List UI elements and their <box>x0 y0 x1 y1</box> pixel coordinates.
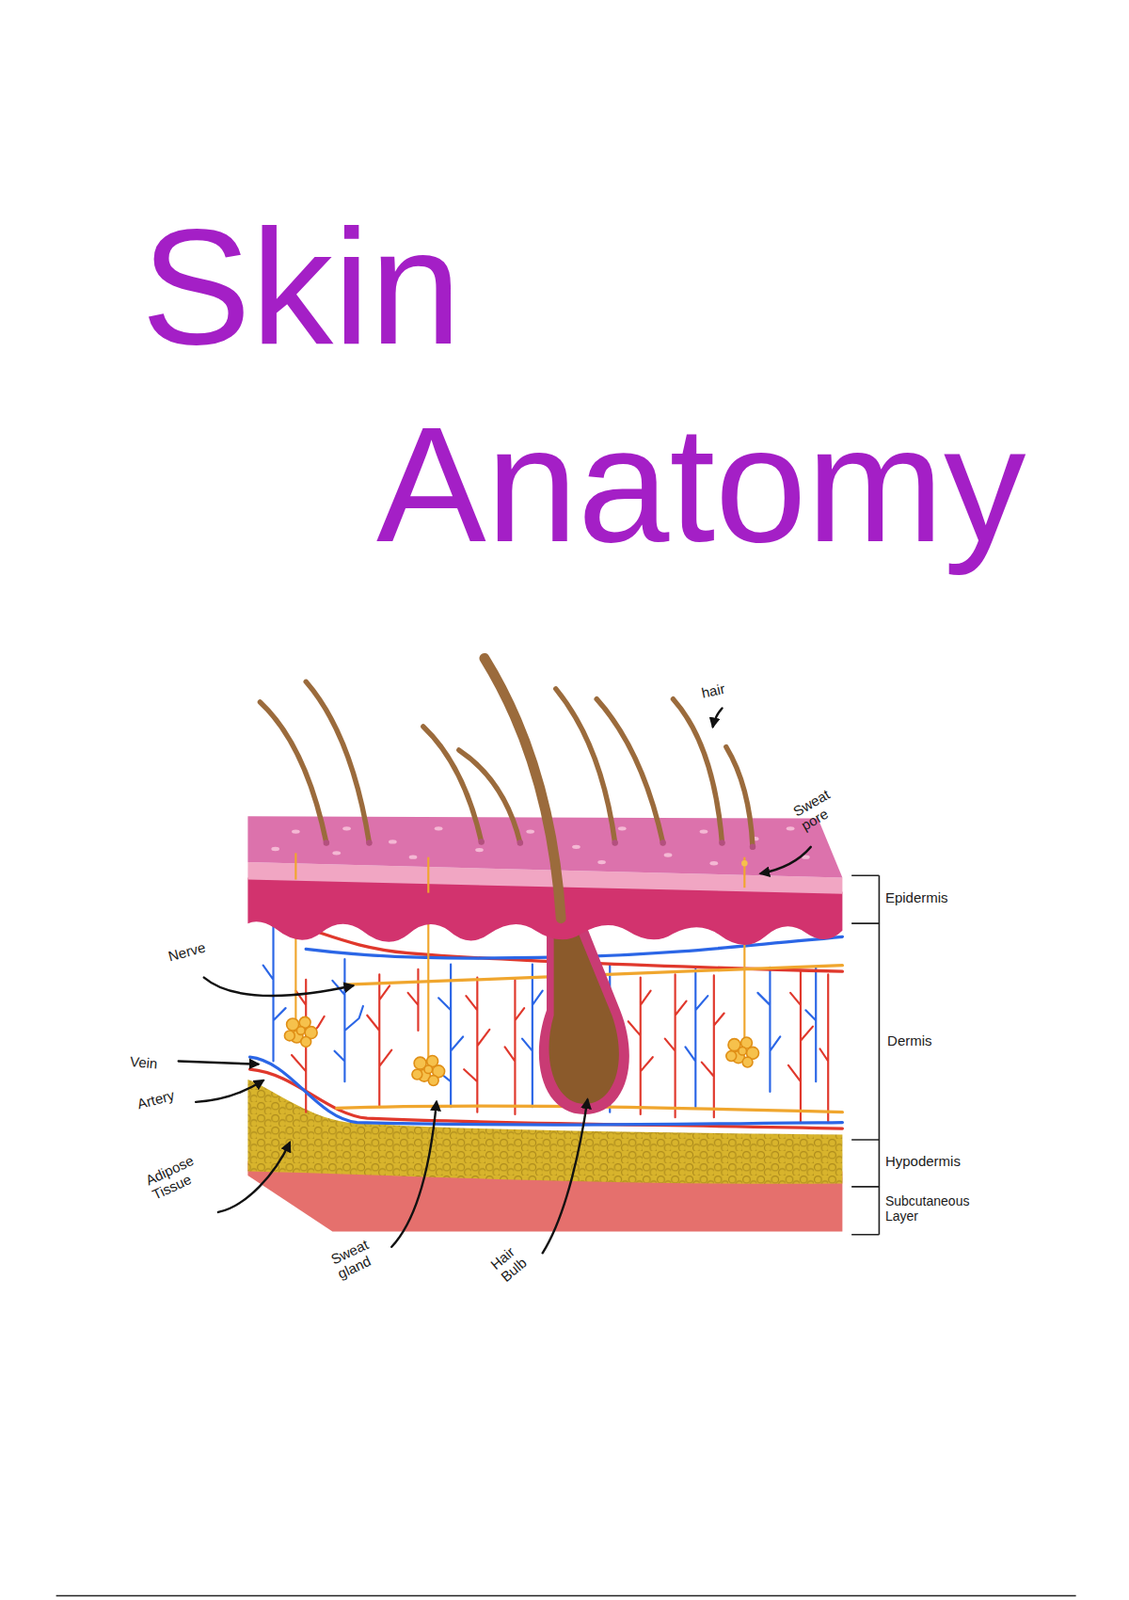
leader-arrows-part <box>713 707 723 727</box>
part-label: Sweat pore <box>790 781 848 834</box>
hairs-part-part <box>659 839 667 846</box>
page-title: Skin Anatomy <box>141 188 1120 584</box>
leader-arrows-part <box>204 977 353 996</box>
hairs-part <box>323 838 757 850</box>
sweat-glands-part-part <box>284 1016 318 1047</box>
blood-vessels-part-part <box>522 964 543 1108</box>
part-label: Artery <box>135 1086 176 1113</box>
sweat-glands-part <box>284 1016 759 1085</box>
blood-vessels-part-part <box>438 964 463 1108</box>
layer-label: Hypodermis <box>885 1152 961 1169</box>
epidermis-part-part <box>525 828 535 833</box>
blood-vessels-part-part <box>505 979 525 1114</box>
leader-arrows-part <box>218 1142 290 1212</box>
hairs-part-part <box>259 701 326 843</box>
hypodermis-adipose-part <box>247 1079 843 1184</box>
blood-vessels-part-part <box>463 977 490 1113</box>
hairs-part-part <box>749 843 757 851</box>
epidermis-part-part <box>709 860 718 865</box>
blood-vessels-part-part <box>263 922 287 1061</box>
epidermis-part-part <box>270 846 280 851</box>
hypodermis-adipose <box>247 1079 843 1184</box>
leader-arrows-part <box>542 1099 589 1254</box>
layer-brackets-part <box>851 874 879 1235</box>
epidermis-part-part <box>572 844 581 849</box>
epidermis-part-part <box>427 857 430 893</box>
hairs-part-part <box>672 699 722 843</box>
hairs-part-part <box>305 681 369 843</box>
leader-arrows-part <box>195 1080 264 1102</box>
blood-vessels-part-part <box>408 969 419 1031</box>
layer-label: Epidermis <box>885 889 949 906</box>
hairs-part-part <box>517 839 525 846</box>
epidermis-part <box>295 852 745 892</box>
blood-vessels-part-part <box>701 974 725 1117</box>
hairs-part-part <box>459 749 521 843</box>
hairs-part-part <box>365 839 373 846</box>
page-rule <box>56 1594 1077 1596</box>
part-label: Nerve <box>166 938 207 965</box>
epidermis-part-part <box>475 847 484 852</box>
blood-vessels-part-part <box>628 977 653 1114</box>
blood-vessels-part-part <box>820 973 829 1122</box>
part-label: Hair Bulb <box>487 1232 541 1285</box>
leader-arrows-part <box>391 1101 437 1247</box>
epidermis-part-part <box>342 826 351 830</box>
epidermis-part <box>270 826 810 865</box>
blood-vessels-part-part <box>665 973 687 1117</box>
layer-label: Dermis <box>887 1032 933 1049</box>
dermis-ground-part <box>247 861 843 1143</box>
blood-vessels-part-part <box>332 958 364 1082</box>
epidermis-part-part <box>699 828 709 833</box>
hairs-part-part <box>423 726 482 842</box>
epidermis-part-part <box>597 859 606 864</box>
dermis-ground <box>247 861 843 1143</box>
layer-brackets-part <box>878 874 881 1235</box>
hairs-part-part <box>323 839 331 846</box>
blood-vessels-part-part <box>366 973 392 1107</box>
hairs-part-part <box>718 839 726 846</box>
epidermis-part-part <box>388 839 398 843</box>
part-label: Adipose Tissue <box>143 1148 208 1203</box>
blood-vessels-part-part <box>805 967 816 1082</box>
epidermis-part-part <box>291 828 301 833</box>
hairs-part-part <box>596 699 663 843</box>
leader-arrows-part <box>761 846 811 874</box>
blood-vessels-part-part <box>684 969 708 1107</box>
epidermis-part-part <box>294 852 297 879</box>
epidermis-part-part <box>409 855 418 859</box>
hairs-part-part <box>477 838 485 845</box>
blood-vessels-part-part <box>757 967 780 1092</box>
leader-arrows-part <box>178 1061 259 1065</box>
leader-arrows <box>178 707 811 1253</box>
epidermis-part-part <box>664 852 673 857</box>
epidermis-part-part <box>332 850 341 855</box>
part-label: Vein <box>128 1052 159 1072</box>
blood-vessels-part-part <box>788 970 813 1122</box>
epidermis-part <box>741 859 748 867</box>
sweat-glands-part-part <box>412 1055 446 1086</box>
layer-label: Subcutaneous Layer <box>885 1192 980 1224</box>
page-rule-part <box>56 1594 1077 1597</box>
sweat-glands-part-part <box>726 1036 760 1067</box>
epidermis-part-part <box>434 826 444 830</box>
hairs <box>259 657 756 918</box>
hairs-part-part <box>726 747 753 847</box>
part-label: hair <box>699 680 727 701</box>
hairs-part-part <box>611 839 619 846</box>
epidermis-part-part <box>786 826 796 830</box>
title-area: Skin Anatomy <box>141 188 1120 584</box>
epidermis-part-part <box>618 826 627 830</box>
layer-brackets <box>851 874 879 1235</box>
hairs-part <box>484 657 561 918</box>
part-label: Sweat gland <box>328 1230 389 1283</box>
